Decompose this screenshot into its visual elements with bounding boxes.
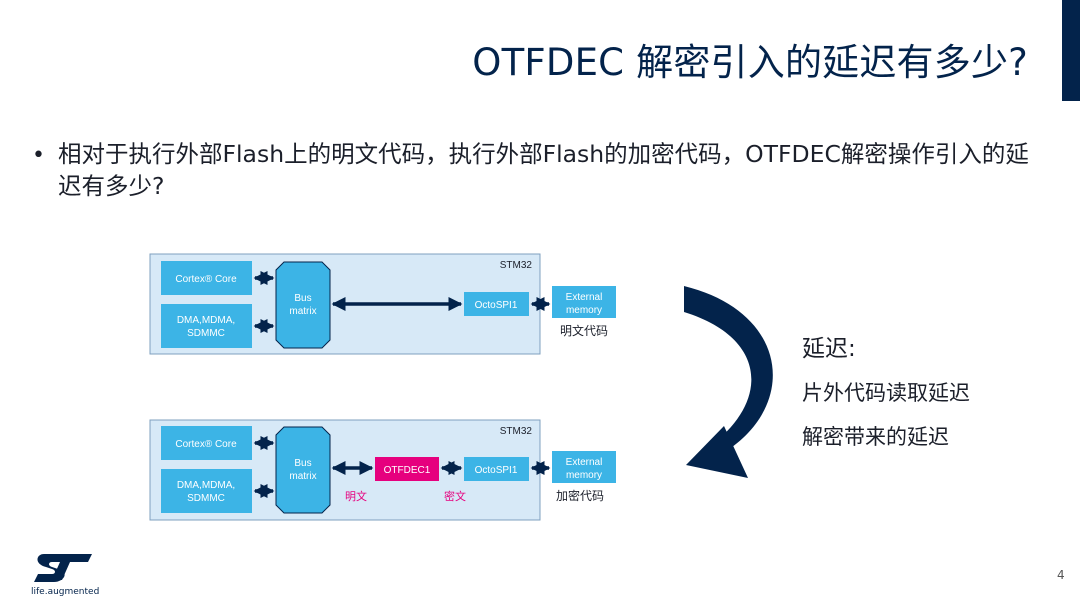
latency-item-decryption: 解密带来的延迟 xyxy=(802,425,949,449)
otfdec-label: OTFDEC1 xyxy=(384,465,431,476)
cortex-core-label-top: Cortex® Core xyxy=(175,274,237,285)
bus-matrix-label-top-line2: matrix xyxy=(289,306,316,317)
octospi-block-top xyxy=(464,292,529,316)
page-number: 4 xyxy=(1057,568,1065,582)
bus-matrix-block-top xyxy=(275,261,331,349)
plaintext-code-caption: 明文代码 xyxy=(560,323,608,338)
bus-matrix-label-bottom-line1: Bus xyxy=(294,458,311,469)
octospi-label-bottom: OctoSPI1 xyxy=(475,465,518,476)
latency-heading: 延迟: xyxy=(802,336,856,362)
curved-transition-arrow xyxy=(684,286,773,478)
octospi-label-top: OctoSPI1 xyxy=(475,300,518,311)
st-logo xyxy=(34,554,92,582)
dma-block-top xyxy=(161,304,252,348)
encrypted-code-caption: 加密代码 xyxy=(556,488,604,503)
dma-label-bottom-line2: SDMMC xyxy=(187,493,225,504)
octospi-block-bottom xyxy=(464,457,529,481)
title-accent-bar xyxy=(1062,0,1080,101)
stm32-bottom-diagram: STM32 Cortex® Core DMA,MDMA, SDMMC Bus m… xyxy=(149,419,616,521)
cortex-core-label-bottom: Cortex® Core xyxy=(175,439,237,450)
stm32-top-label: STM32 xyxy=(500,260,533,271)
cortex-core-block-bottom xyxy=(161,426,252,460)
dma-label-top-line2: SDMMC xyxy=(187,328,225,339)
external-memory-label-top-line2: memory xyxy=(566,305,602,316)
bus-matrix-block-bottom xyxy=(275,426,331,514)
otfdec-block xyxy=(375,457,439,481)
slide-title: OTFDEC 解密引入的延迟有多少? xyxy=(472,41,1028,84)
external-memory-block-top xyxy=(552,286,616,318)
plaintext-label: 明文 xyxy=(345,489,367,503)
stm32-bottom-label: STM32 xyxy=(500,426,533,437)
external-memory-label-bottom-line1: External xyxy=(566,457,603,468)
bus-matrix-label-bottom-line2: matrix xyxy=(289,471,316,482)
cortex-core-block-top xyxy=(161,261,252,295)
dma-label-bottom-line1: DMA,MDMA, xyxy=(177,480,235,491)
latency-item-offchip-read: 片外代码读取延迟 xyxy=(802,381,970,405)
stm32-top-diagram: STM32 Cortex® Core DMA,MDMA, SDMMC Bus m… xyxy=(149,253,616,355)
external-memory-label-top-line1: External xyxy=(566,292,603,303)
dma-block-bottom xyxy=(161,469,252,513)
brand-tagline: life.augmented xyxy=(31,587,100,597)
ciphertext-label: 密文 xyxy=(444,489,466,503)
dma-label-top-line1: DMA,MDMA, xyxy=(177,315,235,326)
bullet-text: 相对于执行外部Flash上的明文代码，执行外部Flash的加密代码，OTFDEC… xyxy=(58,140,1029,200)
external-memory-label-bottom-line2: memory xyxy=(566,470,602,481)
bus-matrix-label-top-line1: Bus xyxy=(294,293,311,304)
bullet-marker: • xyxy=(32,143,45,168)
external-memory-block-bottom xyxy=(552,451,616,483)
